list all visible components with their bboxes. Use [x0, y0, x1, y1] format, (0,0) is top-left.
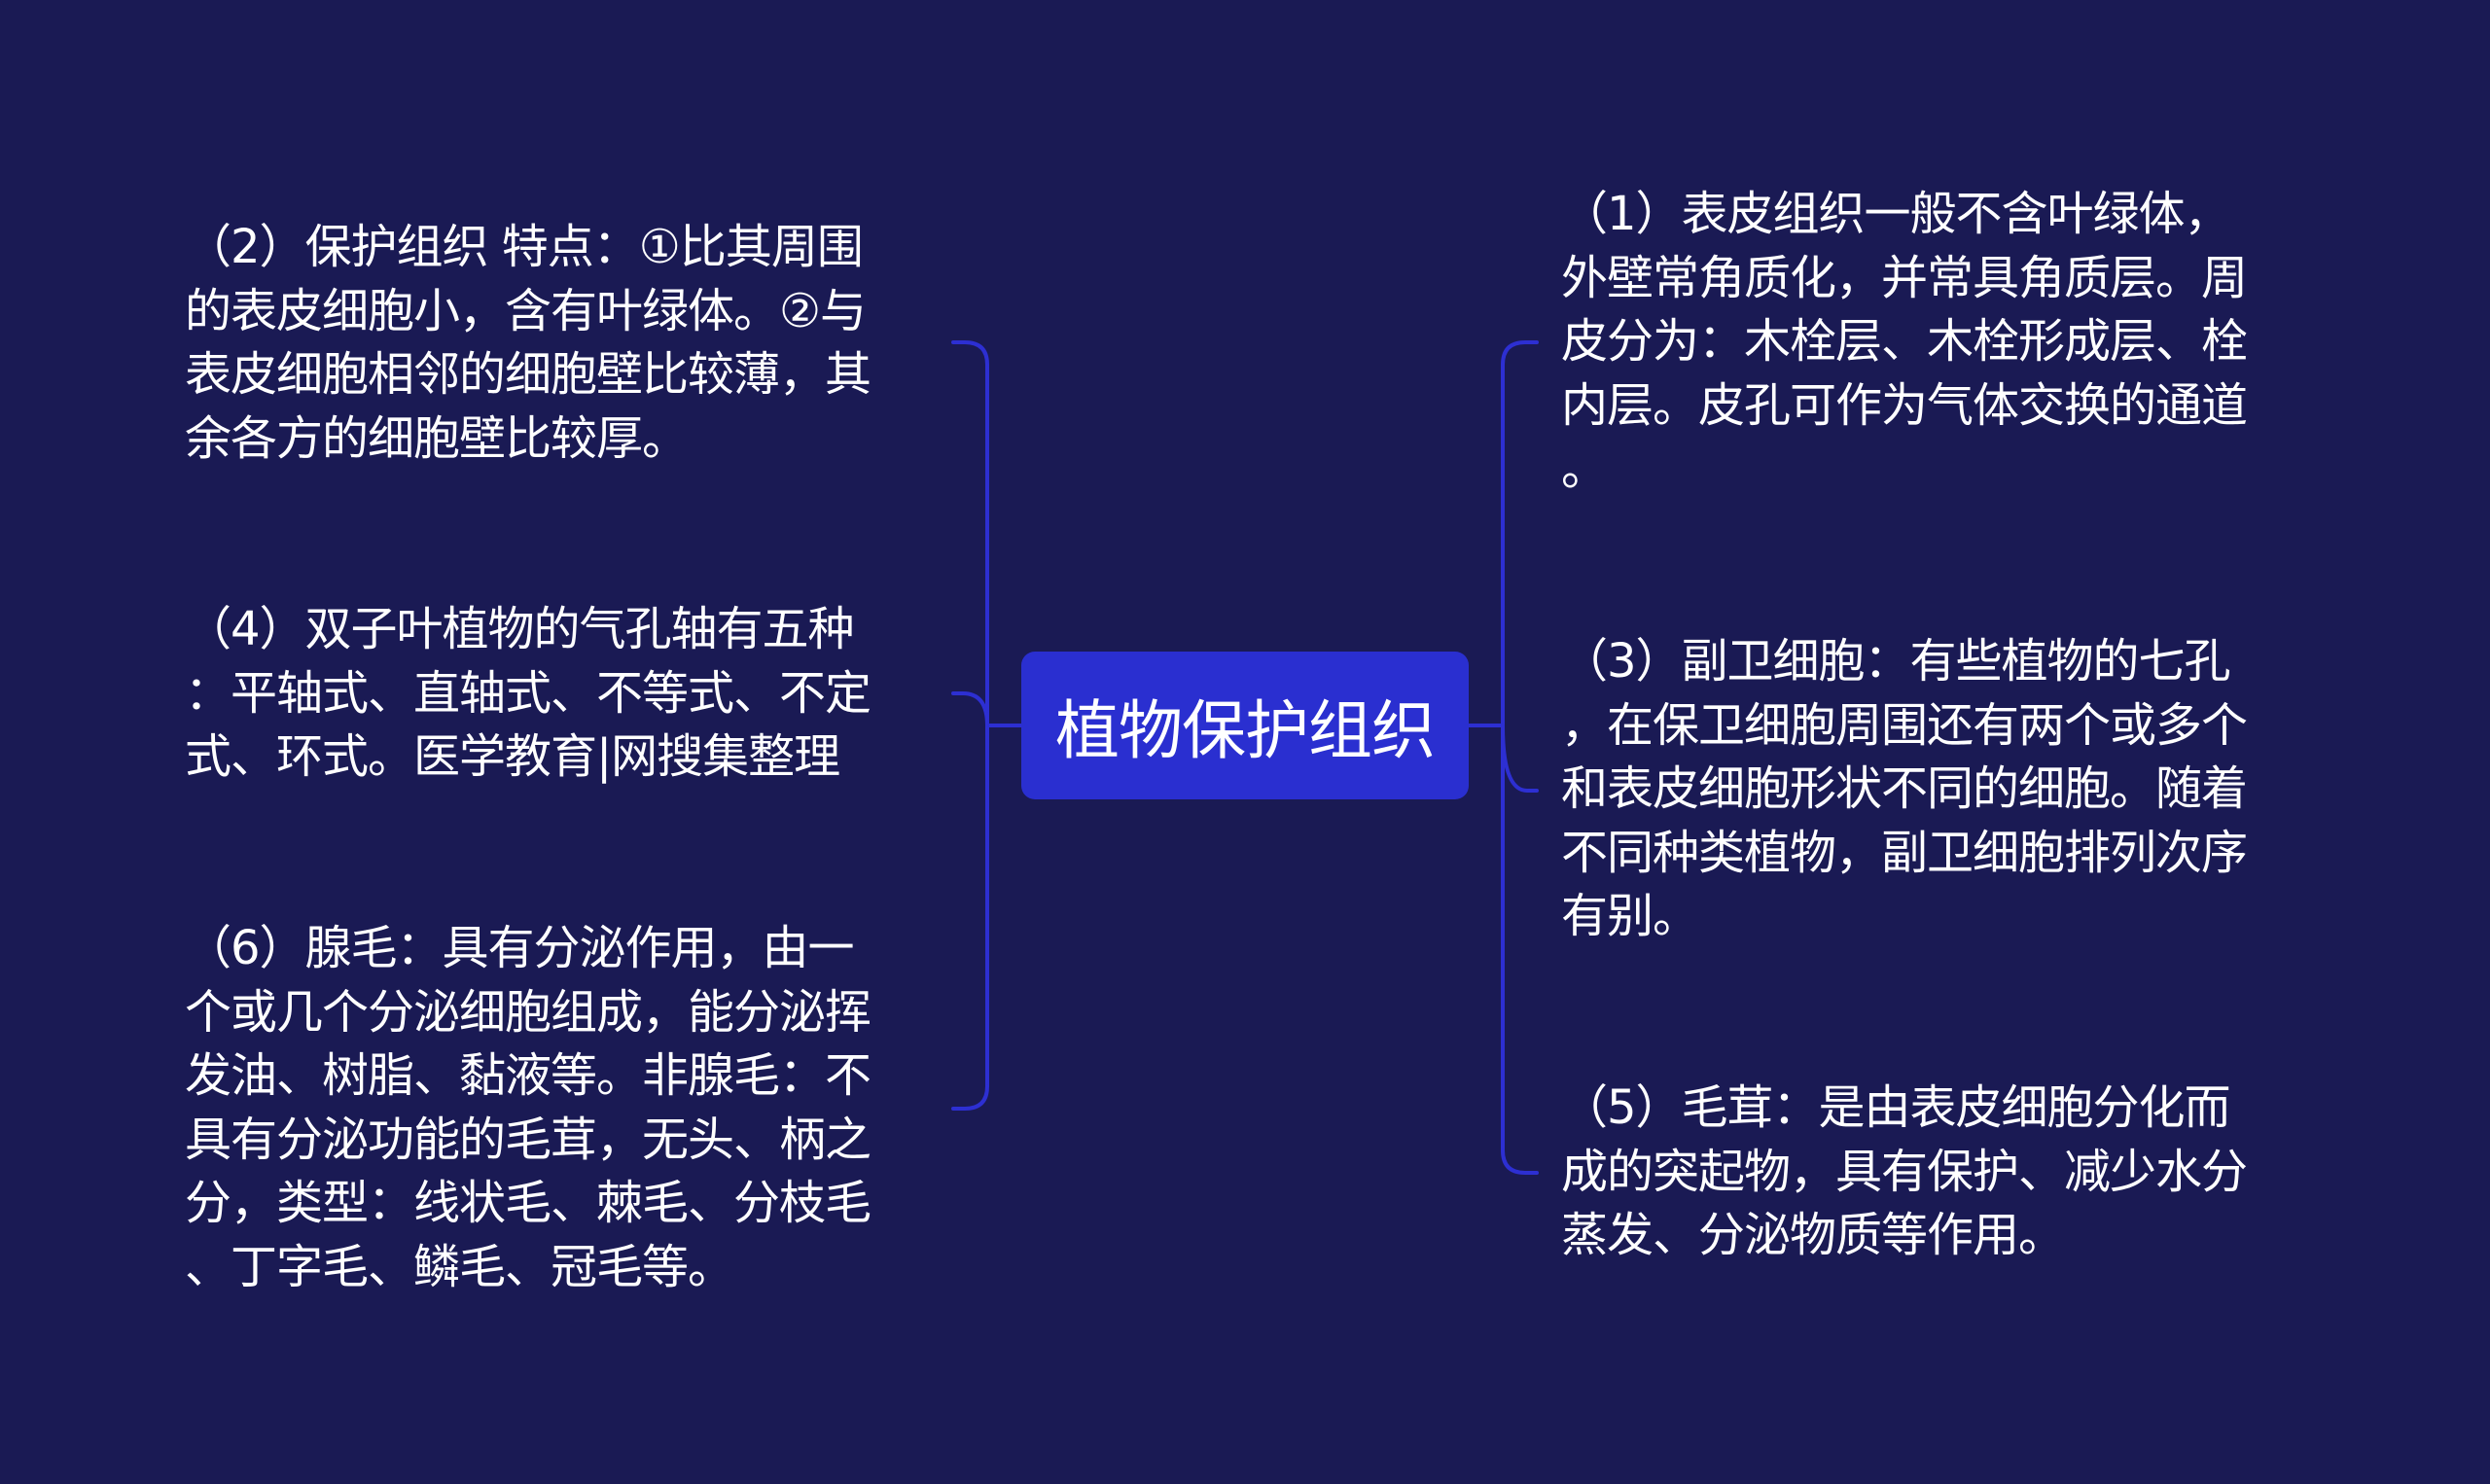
connector-right-node-2: [1501, 724, 1539, 793]
right-topic-node-2[interactable]: （3）副卫细胞：有些植物的七孔 ，在保卫细胞周围还有两个或多个 和表皮细胞形状不…: [1561, 634, 2248, 943]
left-topic-node-2[interactable]: （4）双子叶植物的气孔轴有五种 ：平轴式、直轴式、不等式、不定 式、环式。医学教…: [185, 602, 872, 784]
right-topic-node-1[interactable]: （1）表皮组织一般不含叶绿体， 外壁常角质化，并常具角质层。周 皮分为：木栓层、…: [1561, 187, 2248, 496]
center-topic-node[interactable]: 植物保护组织: [1021, 652, 1469, 799]
connector-right-node-1: [1501, 340, 1539, 367]
connector-left-node-2: [951, 691, 989, 727]
center-topic-label: 植物保护组织: [1055, 693, 1436, 768]
connector-left-node-3: [951, 1084, 989, 1111]
right-topic-node-3[interactable]: （5）毛茸：是由表皮细胞分化而 成的突起物，具有保护、减少水分 蒸发、分泌物质等…: [1561, 1080, 2248, 1262]
left-topic-node-1[interactable]: （2）保护组织 特点：①比其周围 的表皮细胞小，含有叶绿体。②与 表皮细胞相邻的…: [185, 220, 872, 466]
left-topic-node-3[interactable]: （6）腺毛：具有分泌作用，由一 个或几个分泌细胞组成，能分泌挥 发油、树脂、黏液…: [185, 921, 872, 1294]
connector-left-node-1: [951, 340, 989, 367]
connector-right-node-3: [1501, 1148, 1539, 1175]
